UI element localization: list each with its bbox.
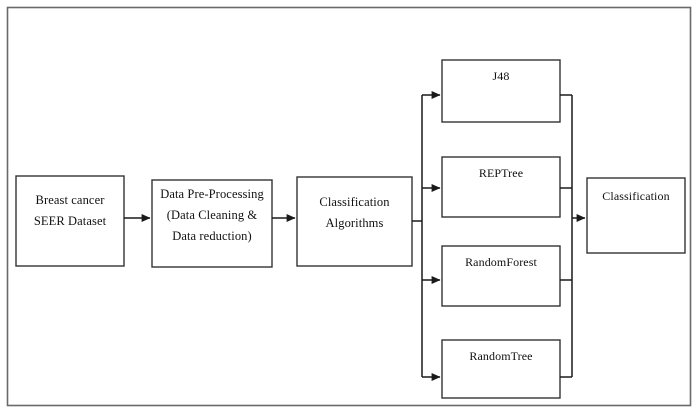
node-box-algorithms xyxy=(296,176,413,267)
node-box-j48 xyxy=(441,59,561,123)
node-box-preprocessing xyxy=(151,179,273,268)
node-box-randomforest xyxy=(441,245,561,307)
node-box-reptree xyxy=(441,156,561,218)
node-box-source xyxy=(15,175,125,267)
node-box-result xyxy=(586,177,686,254)
node-box-randomtree xyxy=(441,339,561,399)
